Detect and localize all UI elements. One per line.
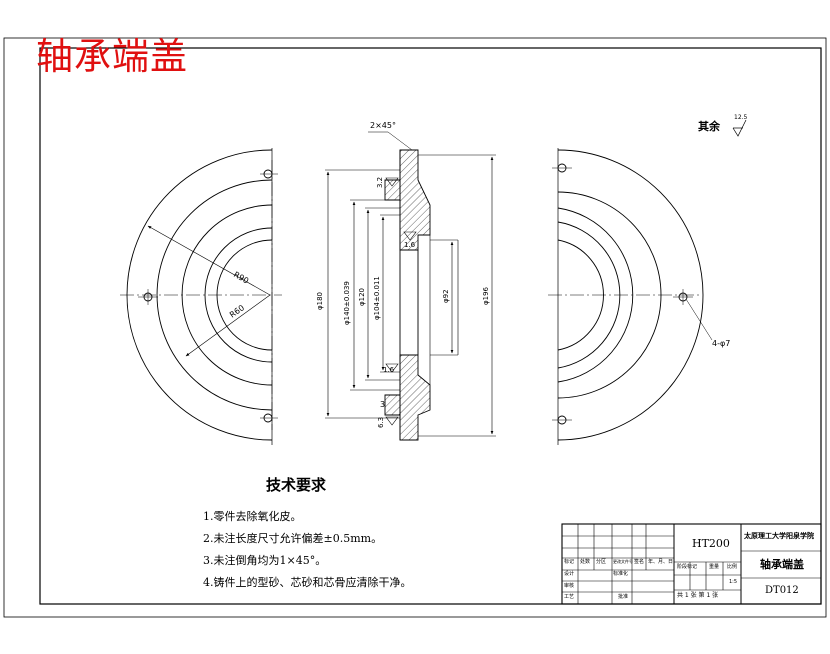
dim-d120: φ120 [358,288,366,306]
tb-header-mark: 标记 [564,559,575,565]
tb-review: 审核 [564,583,575,589]
dim-d104: φ104±0.011 [373,276,381,320]
outer-border [3,37,827,618]
inner-border [39,47,822,605]
technical-requirements-heading: 技术要求 [266,476,327,494]
tb-header-sign: 签名 [634,559,645,565]
dim-d196: φ196 [482,286,490,305]
requirement-item: 2.未注长度尺寸允许偏差±0.5mm。 [203,532,383,545]
finish-label-low: 1.6 [383,366,395,374]
title-block [561,523,822,605]
tb-stage-mark: 阶段标记 [677,564,698,570]
tb-weight: 重量 [709,564,720,570]
thickness-label: 3 [380,400,385,409]
dim-d140: φ140±0.039 [343,281,351,325]
tb-standardize: 标准化 [613,571,629,577]
tb-part-name: 轴承端盖 [760,558,804,571]
tb-process: 工艺 [564,594,575,600]
finish-label-top: 3.2 [376,177,384,188]
hole-spec-label: 4-φ7 [712,339,730,348]
tb-approve: 批准 [618,594,629,600]
tb-drawing-no: DT012 [765,585,799,596]
tb-school: 太原理工大学阳泉学院 [744,532,814,540]
surface-finish-label: 其余 [698,120,720,133]
tb-sheet-info: 共 1 张 第 1 张 [677,592,719,599]
dim-d180: φ180 [316,292,324,310]
tb-header-change: 更改文件号 [613,559,633,564]
tb-header-zone: 分区 [596,559,607,565]
requirement-item: 4.铸件上的型砂、芯砂和芯骨应清除干净。 [203,576,412,589]
tb-ratio: 比例 [727,564,738,570]
finish-label-bottom: 6.3 [377,417,385,428]
section-view [325,131,496,441]
surface-finish-value: 12.5 [734,114,748,121]
tb-header-date: 年、月、日 [648,559,674,565]
tb-material: HT200 [692,537,730,550]
drawing-title: 轴承端盖 [36,35,188,78]
requirement-item: 1.零件去除氧化皮。 [203,510,302,523]
dim-d92: φ92 [442,289,450,303]
chamfer-label: 2×45° [370,121,396,130]
left-half-view [120,148,282,445]
requirement-item: 3.未注倒角均为1×45°。 [203,554,327,567]
tb-design: 设计 [564,571,575,577]
right-half-view [548,148,713,445]
finish-label-mid: 1.6 [404,241,416,249]
tb-header-count: 处数 [580,559,591,565]
radius-label-r90: R90 [232,270,250,286]
surface-finish-symbol [732,119,747,137]
technical-requirements-list: 1.零件去除氧化皮。 2.未注长度尺寸允许偏差±0.5mm。 3.未注倒角均为1… [203,509,412,597]
tb-scale: 1:5 [729,579,738,585]
radius-label-r60: R60 [228,303,246,319]
